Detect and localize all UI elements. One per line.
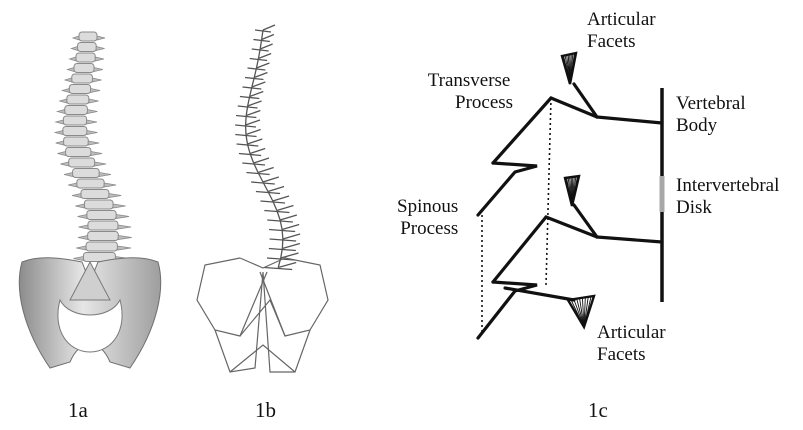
caption-1c: 1c (588, 398, 608, 423)
caption-1b: 1b (255, 398, 276, 423)
articular-facet-bottom (568, 296, 594, 327)
label-transverse-process: Transverse Process (425, 70, 513, 114)
articular-facet-middle (565, 176, 579, 206)
label-spinous-process: Spinous Process (397, 196, 458, 240)
dotted-guides (482, 98, 551, 335)
lower-vertebra-links (478, 205, 662, 338)
label-intervertebral-disk: Intervertebral Disk (676, 175, 779, 219)
label-articular-facets-bottom: Articular Facets (597, 322, 666, 366)
caption-1a: 1a (68, 398, 88, 423)
articular-facet-top (562, 53, 576, 84)
label-articular-facets-top: Articular Facets (587, 9, 656, 53)
label-vertebral-body: Vertebral Body (676, 93, 746, 137)
